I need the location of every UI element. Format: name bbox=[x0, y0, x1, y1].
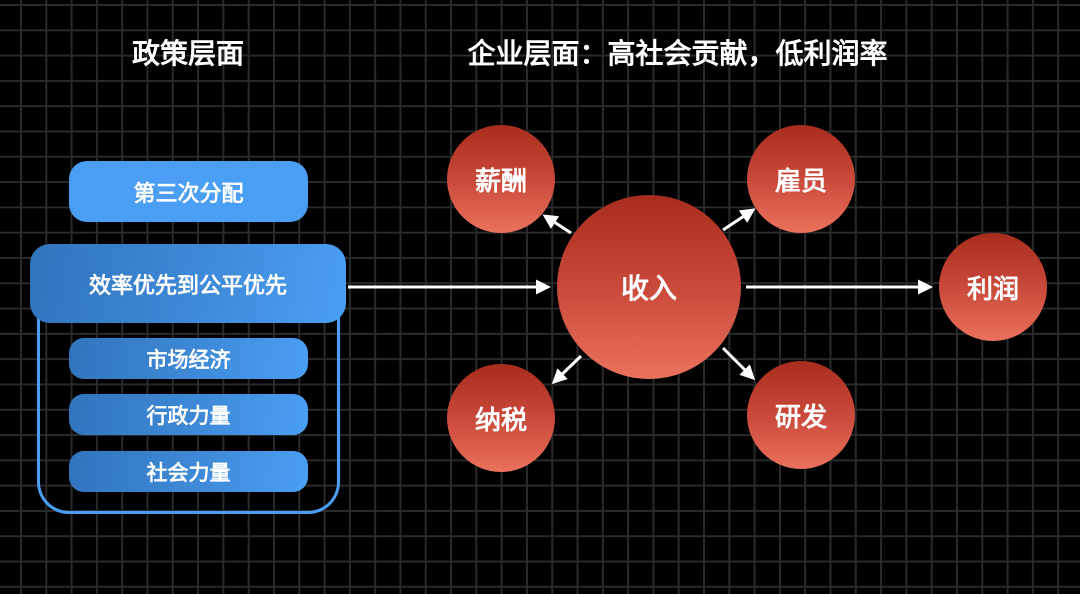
policy-group-outline bbox=[37, 300, 340, 514]
administrative-force-pill: 行政力量 bbox=[69, 394, 308, 435]
tax-node: 纳税 bbox=[447, 364, 555, 472]
rnd-node: 研发 bbox=[747, 361, 855, 469]
arrow-revenue-to-employee bbox=[722, 208, 756, 232]
revenue-node: 收入 bbox=[557, 195, 741, 379]
policy-level-title: 政策层面 bbox=[131, 37, 244, 70]
salary-node: 薪酬 bbox=[447, 125, 555, 233]
market-economy-pill: 市场经济 bbox=[69, 338, 308, 379]
arrow-revenue-to-salary bbox=[542, 214, 572, 235]
enterprise-level-title: 企业层面：高社会贡献，低利润率 bbox=[467, 37, 888, 70]
arrow-revenue-to-rnd bbox=[721, 346, 756, 381]
social-force-pill: 社会力量 bbox=[69, 451, 308, 492]
profit-node: 利润 bbox=[939, 233, 1047, 341]
arrow-revenue-to-tax bbox=[551, 354, 583, 385]
efficiency-to-fairness-box: 效率优先到公平优先 bbox=[30, 244, 346, 323]
employee-node: 雇员 bbox=[747, 125, 855, 233]
third-distribution-box: 第三次分配 bbox=[69, 161, 308, 222]
